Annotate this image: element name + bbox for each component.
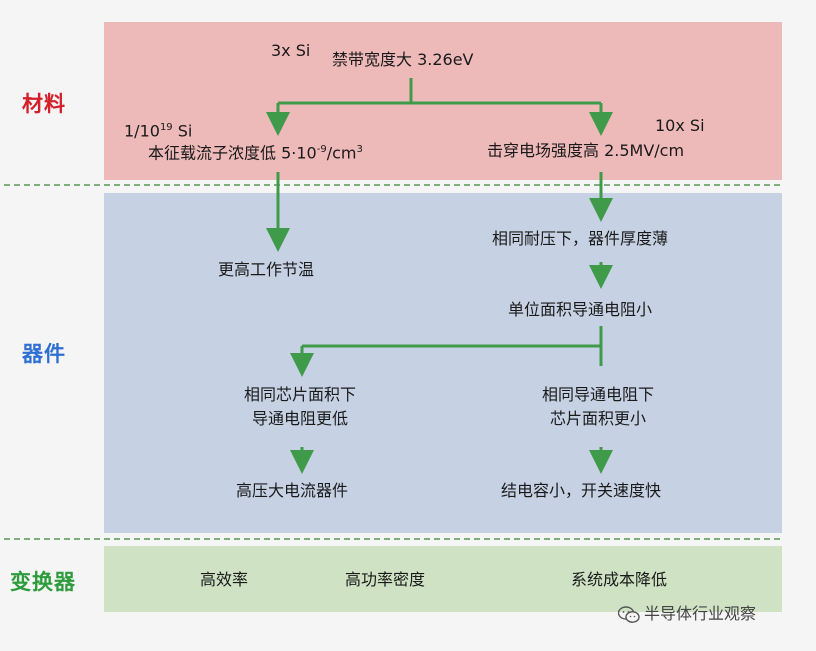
divider-material-device [4, 184, 780, 186]
ratio-intrinsic: 1/1019 Si [124, 121, 193, 141]
converter-band [104, 546, 782, 612]
device-band [104, 193, 782, 533]
ratio-breakdown: 10x Si [655, 116, 705, 135]
high-voltage-label: 高压大电流器件 [235, 481, 349, 500]
low-cost-label: 系统成本降低 [570, 570, 668, 589]
bandgap-label: 禁带宽度大 3.26eV [332, 50, 474, 69]
fast-switch-label: 结电容小，开关速度快 [500, 481, 662, 500]
same-res-line2: 芯片面积更小 [549, 409, 647, 428]
power-density-label: 高功率密度 [344, 570, 426, 589]
wechat-icon [618, 606, 640, 623]
breakdown-label: 击穿电场强度高 2.5MV/cm [487, 141, 685, 160]
efficiency-label: 高效率 [199, 570, 249, 589]
section-label-device: 器件 [22, 342, 66, 366]
low-resistance-label: 单位面积导通电阻小 [507, 300, 653, 319]
same-chip-line2: 导通电阻更低 [251, 409, 349, 428]
section-label-material: 材料 [22, 92, 66, 116]
material-band [104, 22, 782, 180]
intrinsic-label: 本征载流子浓度低 5·10-9/cm3 [148, 143, 363, 163]
divider-device-converter [4, 538, 780, 540]
same-chip-line1: 相同芯片面积下 [243, 385, 357, 404]
watermark-text: 半导体行业观察 [644, 604, 757, 623]
same-res-line1: 相同导通电阻下 [541, 385, 655, 404]
section-label-converter: 变换器 [10, 570, 76, 594]
thinner-label: 相同耐压下，器件厚度薄 [491, 229, 669, 248]
ratio-bandgap: 3x Si [271, 41, 311, 60]
higher-temp-label: 更高工作节温 [217, 260, 315, 279]
